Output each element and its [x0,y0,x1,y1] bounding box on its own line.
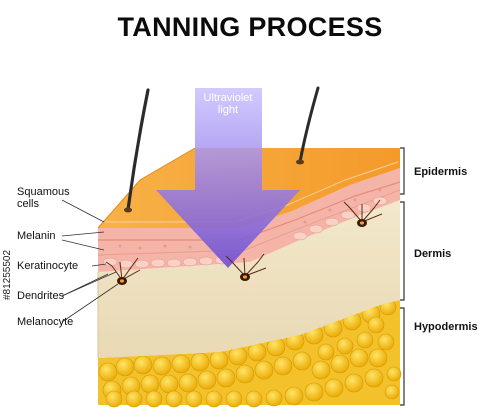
squamous-cells-label: Squamous cells [17,186,70,210]
melanocyte-label: Melanocyte [17,316,74,328]
dermis-label: Dermis [414,248,452,260]
ultraviolet-label: Ultraviolet light [196,92,260,116]
keratinocyte-label: Keratinocyte [17,260,79,272]
stock-id-text: #81255502 [2,249,13,300]
squamous-label-line2: cells [17,198,40,210]
melanin-label: Melanin [17,230,56,242]
dendrites-label: Dendrites [17,290,65,302]
ultraviolet-label-line2: light [217,104,239,116]
melanocyte-cells [105,199,383,285]
ultraviolet-label-line1: Ultraviolet [203,92,253,104]
hypodermis-layer [98,298,402,408]
page-title: TANNING PROCESS [117,12,383,42]
layer-brackets [400,147,405,406]
label-leader-lines [61,199,119,323]
epidermis-label: Epidermis [414,166,468,178]
hair-shafts [124,86,320,213]
hypodermis-label: Hypodermis [414,321,478,333]
squamous-label-line1: Squamous [17,186,70,198]
ultraviolet-arrow [156,88,300,268]
melanin-band [97,168,401,272]
